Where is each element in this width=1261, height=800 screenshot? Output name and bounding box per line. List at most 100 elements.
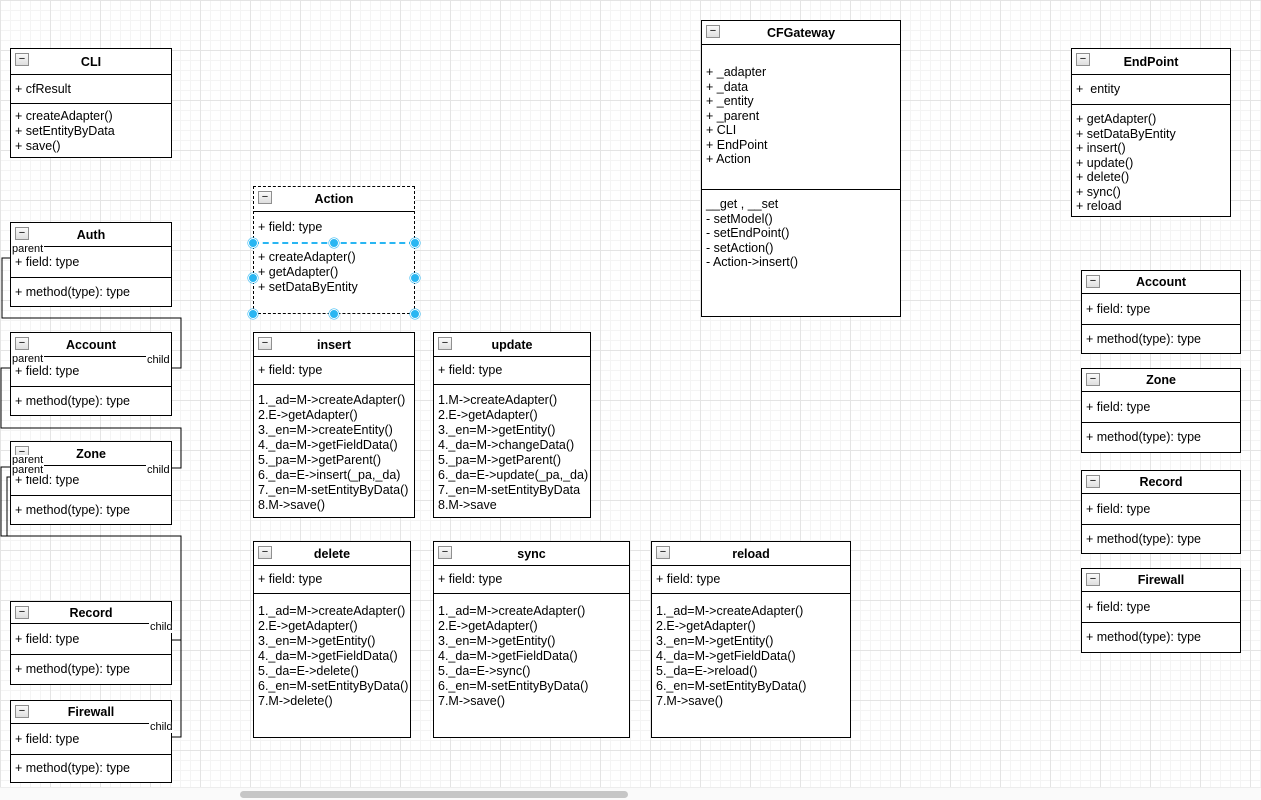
edge-label-child[interactable]: child: [149, 721, 174, 733]
class-account-right-methods[interactable]: + method(type): type: [1082, 325, 1240, 353]
collapse-icon[interactable]: −: [258, 546, 272, 559]
class-reload-fields[interactable]: + field: type: [652, 566, 850, 594]
edge-label-parent[interactable]: parent: [11, 243, 45, 255]
class-sync[interactable]: − sync + field: type 1._ad=M->createAdap…: [433, 541, 630, 738]
connector-zone-firewall[interactable]: [6, 476, 182, 738]
class-account-right-fields[interactable]: + field: type: [1082, 294, 1240, 325]
horizontal-scrollbar-thumb[interactable]: [240, 791, 628, 798]
edge-label-child[interactable]: child: [146, 354, 171, 366]
class-firewall-right-methods[interactable]: + method(type): type: [1082, 623, 1240, 652]
class-reload-title-row[interactable]: − reload: [652, 542, 850, 566]
class-firewall-right-fields[interactable]: + field: type: [1082, 592, 1240, 623]
class-record-right-fields[interactable]: + field: type: [1082, 494, 1240, 525]
class-insert-fields[interactable]: + field: type: [254, 357, 414, 385]
selection-handle[interactable]: [410, 273, 420, 283]
class-update-title-row[interactable]: − update: [434, 333, 590, 357]
class-auth-methods[interactable]: + method(type): type: [11, 278, 171, 306]
collapse-icon[interactable]: −: [1076, 53, 1090, 66]
class-delete-fields[interactable]: + field: type: [254, 566, 410, 594]
selection-handle[interactable]: [329, 309, 339, 319]
class-zone-right-fields[interactable]: + field: type: [1082, 392, 1240, 423]
collapse-icon[interactable]: −: [258, 191, 272, 204]
selection-handle[interactable]: [410, 238, 420, 248]
horizontal-scrollbar[interactable]: [0, 787, 1261, 800]
class-insert[interactable]: − insert + field: type 1._ad=M->createAd…: [253, 332, 415, 518]
class-action-title-row[interactable]: − Action: [254, 187, 414, 212]
class-cli-title-row[interactable]: − CLI: [11, 49, 171, 75]
class-zone-left-methods[interactable]: + method(type): type: [11, 496, 171, 524]
class-insert-title-row[interactable]: − insert: [254, 333, 414, 357]
class-sync-methods[interactable]: 1._ad=M->createAdapter() 2.E->getAdapter…: [434, 594, 629, 737]
collapse-icon[interactable]: −: [15, 606, 29, 619]
class-auth-title-row[interactable]: − Auth: [11, 223, 171, 247]
class-endpoint-title-row[interactable]: − EndPoint: [1072, 49, 1230, 75]
class-record-right[interactable]: − Record + field: type + method(type): t…: [1081, 470, 1241, 554]
collapse-icon[interactable]: −: [15, 705, 29, 718]
collapse-icon[interactable]: −: [656, 546, 670, 559]
class-firewall-left-title-row[interactable]: − Firewall: [11, 701, 171, 724]
class-record-left-methods[interactable]: + method(type): type: [11, 655, 171, 684]
collapse-icon[interactable]: −: [1086, 573, 1100, 586]
class-cli[interactable]: − CLI + cfResult + createAdapter() + set…: [10, 48, 172, 158]
class-zone-right-methods[interactable]: + method(type): type: [1082, 423, 1240, 452]
class-sync-fields[interactable]: + field: type: [434, 566, 629, 594]
edge-label-parent[interactable]: parent: [11, 454, 45, 466]
class-cli-fields[interactable]: + cfResult: [11, 75, 171, 104]
class-delete-methods[interactable]: 1._ad=M->createAdapter() 2.E->getAdapter…: [254, 594, 410, 737]
class-cfgateway[interactable]: − CFGateway + _adapter + _data + _entity…: [701, 20, 901, 317]
class-update-methods[interactable]: 1.M->createAdapter() 2.E->getAdapter() 3…: [434, 385, 590, 517]
class-record-right-methods[interactable]: + method(type): type: [1082, 525, 1240, 553]
class-account-left[interactable]: − Account + field: type + method(type): …: [10, 332, 172, 416]
selection-handle[interactable]: [329, 238, 339, 248]
collapse-icon[interactable]: −: [1086, 373, 1100, 386]
collapse-icon[interactable]: −: [258, 337, 272, 350]
class-zone-left-fields[interactable]: + field: type: [11, 466, 171, 496]
selection-handle[interactable]: [410, 309, 420, 319]
class-account-left-methods[interactable]: + method(type): type: [11, 387, 171, 415]
class-update-fields[interactable]: + field: type: [434, 357, 590, 385]
class-cfgateway-fields[interactable]: + _adapter + _data + _entity + _parent +…: [702, 45, 900, 190]
selection-handle[interactable]: [248, 238, 258, 248]
class-firewall-right-title-row[interactable]: − Firewall: [1082, 569, 1240, 592]
class-cfgateway-methods[interactable]: __get , __set - setModel() - setEndPoint…: [702, 190, 900, 316]
edge-label-child[interactable]: child: [149, 621, 174, 633]
class-auth[interactable]: − Auth + field: type + method(type): typ…: [10, 222, 172, 307]
collapse-icon[interactable]: −: [15, 337, 29, 350]
selection-handle[interactable]: [248, 309, 258, 319]
class-auth-fields[interactable]: + field: type: [11, 247, 171, 278]
collapse-icon[interactable]: −: [15, 227, 29, 240]
class-delete[interactable]: − delete + field: type 1._ad=M->createAd…: [253, 541, 411, 738]
class-record-left[interactable]: − Record + field: type + method(type): t…: [10, 601, 172, 685]
selection-handle[interactable]: [248, 273, 258, 283]
class-record-right-title-row[interactable]: − Record: [1082, 471, 1240, 494]
class-endpoint-methods[interactable]: + getAdapter() + setDataByEntity + inser…: [1072, 105, 1230, 216]
collapse-icon[interactable]: −: [706, 25, 720, 38]
class-action-fields[interactable]: + field: type: [254, 212, 414, 243]
class-account-left-fields[interactable]: + field: type: [11, 357, 171, 387]
class-insert-methods[interactable]: 1._ad=M->createAdapter() 2.E->getAdapter…: [254, 385, 414, 517]
connector-auth-account[interactable]: [1, 257, 182, 369]
class-update[interactable]: − update + field: type 1.M->createAdapte…: [433, 332, 591, 518]
class-account-right-title-row[interactable]: − Account: [1082, 271, 1240, 294]
collapse-icon[interactable]: −: [438, 546, 452, 559]
class-account-left-title-row[interactable]: − Account: [11, 333, 171, 357]
collapse-icon[interactable]: −: [15, 53, 29, 66]
class-endpoint[interactable]: − EndPoint + entity + getAdapter() + set…: [1071, 48, 1231, 217]
connector-account-zone[interactable]: [0, 367, 182, 469]
class-account-right[interactable]: − Account + field: type + method(type): …: [1081, 270, 1241, 354]
edge-label-child[interactable]: child: [146, 464, 171, 476]
class-firewall-right[interactable]: − Firewall + field: type + method(type):…: [1081, 568, 1241, 653]
class-record-left-title-row[interactable]: − Record: [11, 602, 171, 624]
class-zone-right[interactable]: − Zone + field: type + method(type): typ…: [1081, 368, 1241, 453]
class-action-methods-selected[interactable]: + createAdapter() + getAdapter() + setDa…: [254, 243, 414, 313]
collapse-icon[interactable]: −: [1086, 275, 1100, 288]
edge-label-parent[interactable]: parent: [11, 464, 45, 476]
class-cli-methods[interactable]: + createAdapter() + setEntityByData + sa…: [11, 104, 171, 157]
collapse-icon[interactable]: −: [438, 337, 452, 350]
class-zone-right-title-row[interactable]: − Zone: [1082, 369, 1240, 392]
class-firewall-left-fields[interactable]: + field: type: [11, 724, 171, 755]
class-delete-title-row[interactable]: − delete: [254, 542, 410, 566]
class-endpoint-fields[interactable]: + entity: [1072, 75, 1230, 105]
class-firewall-left[interactable]: − Firewall + field: type + method(type):…: [10, 700, 172, 783]
